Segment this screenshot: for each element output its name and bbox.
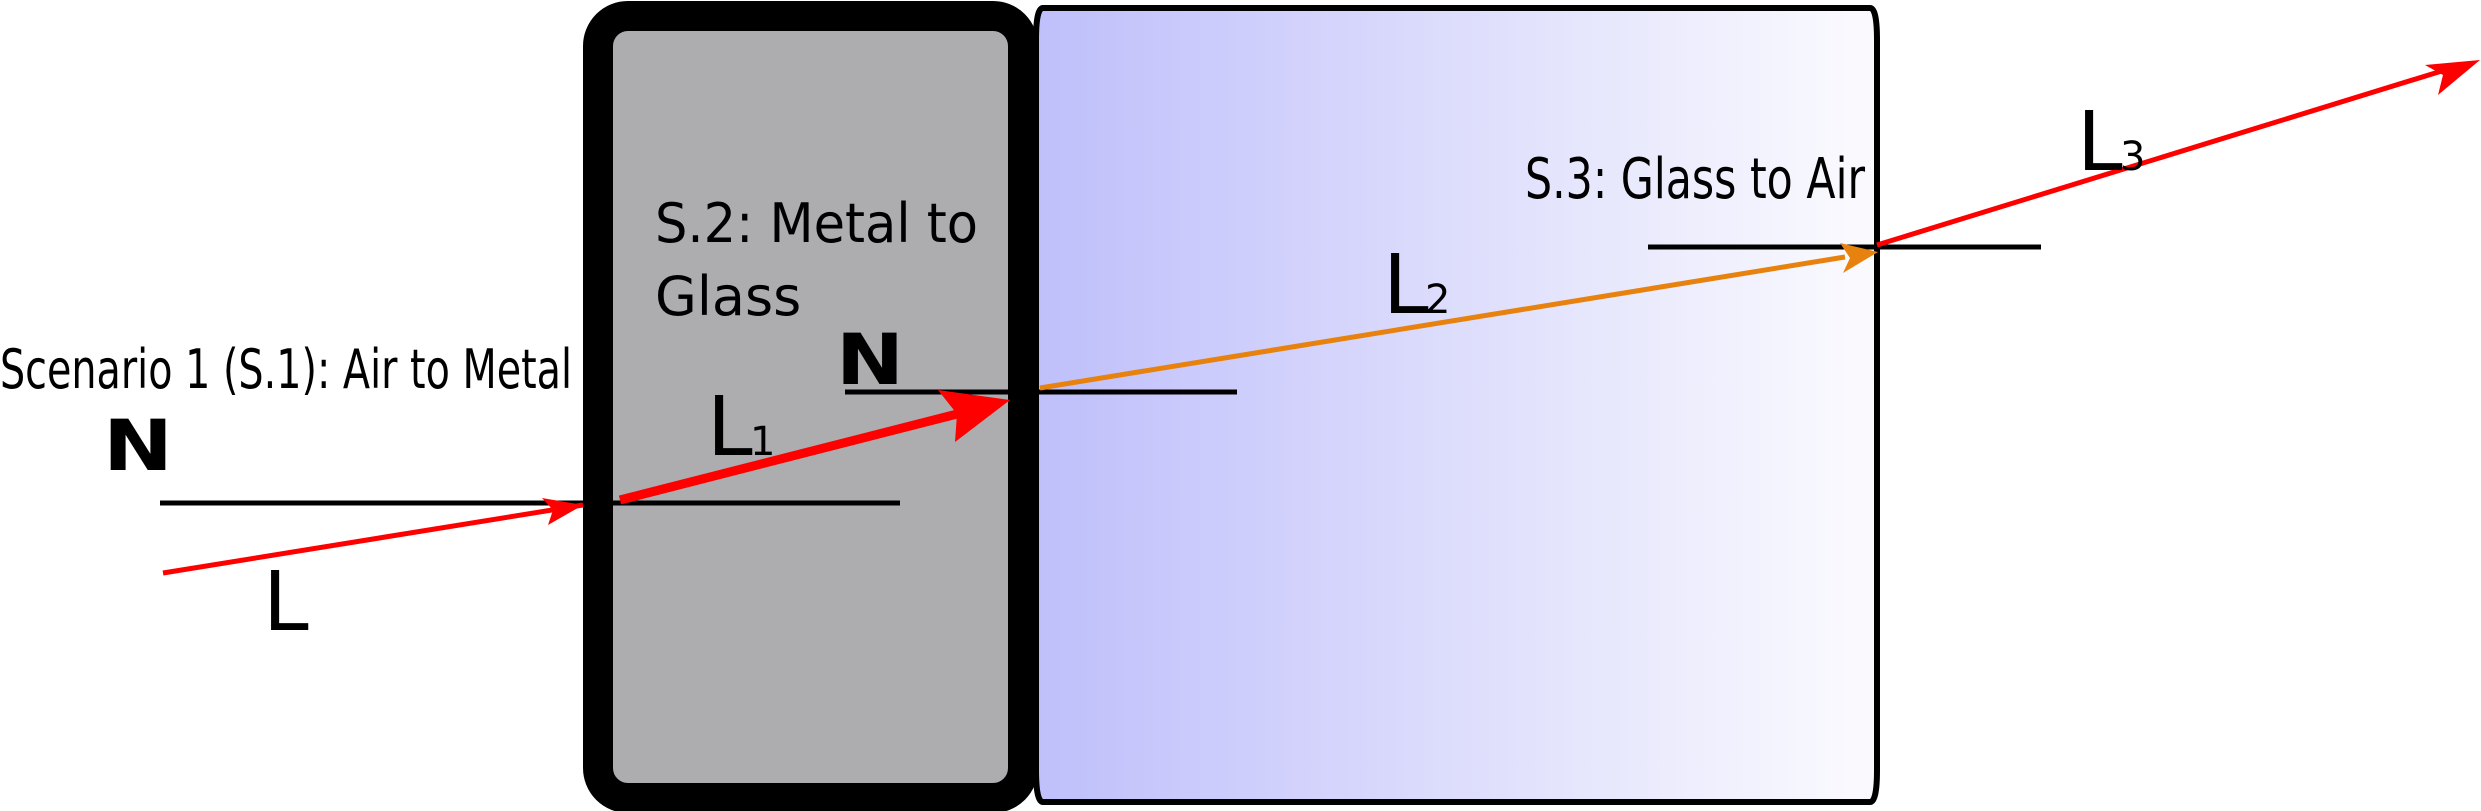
metal-block	[583, 1, 1038, 811]
ray-l3	[1876, 67, 2446, 248]
ray-l3-arrowhead	[2425, 60, 2480, 95]
ray-label-l2: L	[1383, 238, 1429, 333]
ray-incident	[162, 502, 584, 576]
ray-label-l3: L	[2077, 95, 2123, 190]
ray-label-l2-subscript: 2	[1425, 277, 1450, 323]
scenario-2-label-line2: Glass	[655, 265, 801, 328]
scenario-2-label-line1: S.2: Metal to	[655, 192, 978, 255]
scenario-1-label: Scenario 1 (S.1): Air to Metal	[0, 338, 572, 401]
ray-l2-arrowhead	[1840, 243, 1878, 273]
ray-l2	[1039, 254, 1846, 391]
ray-label-l3-subscript: 3	[2120, 134, 2145, 180]
scenario-3-label: S.3: Glass to Air	[1525, 147, 1866, 212]
glass-block	[1033, 5, 1880, 805]
ray-incident-arrowhead	[542, 498, 583, 525]
ray-l1	[618, 407, 967, 505]
normal-label-2: N	[836, 319, 904, 401]
ray-label-l1: L	[707, 380, 753, 475]
ray-l1-arrowhead	[938, 390, 1010, 442]
ray-label-incident: L	[263, 555, 309, 650]
ray-label-l1-subscript: 1	[750, 419, 775, 465]
normal-label-1: N	[103, 405, 173, 487]
